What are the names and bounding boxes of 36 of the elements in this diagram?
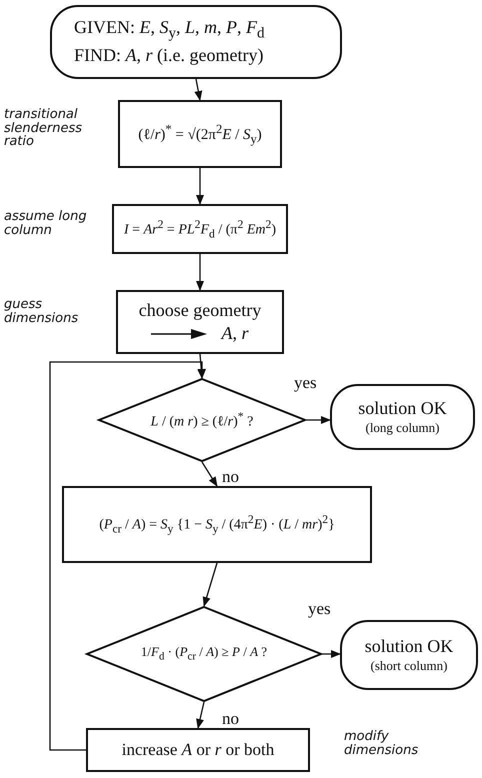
arrow — [196, 702, 205, 729]
arrow — [197, 354, 206, 379]
node-subtext: FIND: A, r (i.e. geometry) — [74, 44, 264, 68]
process-box — [62, 486, 372, 563]
node-subtext: (long column) — [365, 420, 440, 438]
terminal-box — [50, 5, 342, 79]
node-text: solution OK — [358, 396, 447, 420]
arrow — [201, 462, 218, 487]
node-text: GIVEN: E, S$_{y}$, L, m, P, F$_{d}$ — [74, 16, 265, 44]
side-note: transitional slenderness ratio — [4, 108, 83, 149]
node-text: 1/F$_{d}$ · (P$_{cr}$ / A) ≥ P / A ? — [140, 644, 268, 664]
node-text: increase A or r or both — [122, 738, 274, 761]
arrow — [194, 78, 202, 101]
side-note: assume long column — [4, 210, 88, 238]
node-text: L / (m r) ≥ (ℓ/r)$^{*}$ ? — [150, 408, 254, 432]
node-subtext: (short column) — [370, 658, 448, 676]
arrow — [306, 416, 331, 424]
side-note: guess dimensions — [4, 298, 80, 326]
process-box — [86, 728, 310, 772]
arrow — [322, 650, 341, 658]
side-note: modify dimensions — [344, 730, 420, 758]
node-text: (ℓ/r)$^{*}$ = √(2π$^{2}$E / S$_{y}$) — [138, 120, 262, 148]
node-text: I = Ar$^{2}$ = PL$^{2}$F$_{d}$ / (π$^{2}$ Em$^{2}$) — [124, 216, 276, 242]
process-box — [112, 204, 288, 254]
terminal-box — [340, 620, 478, 690]
arrow — [196, 168, 204, 205]
process-box — [118, 100, 282, 168]
node-text: (P$_{cr}$ / A) = S$_{y}$ {1 − S$_{y}$ / (4π$^{2}$E) · (L / mr)$^{2}$} — [99, 512, 335, 537]
node-text: solution OK — [364, 634, 454, 658]
terminal-box — [330, 384, 475, 450]
node-text: choose geometry — [138, 298, 262, 322]
arrow — [202, 562, 218, 607]
node-subtext: A, r — [221, 322, 248, 345]
arrow — [49, 361, 206, 751]
process-box — [116, 290, 284, 354]
arrow — [196, 254, 204, 291]
